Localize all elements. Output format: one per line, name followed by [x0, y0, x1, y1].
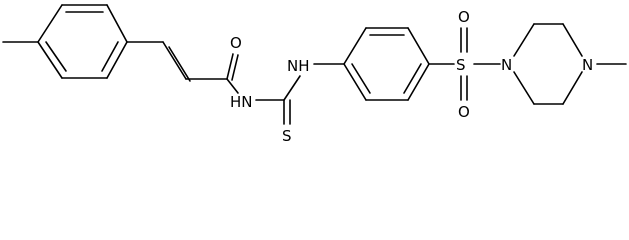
piperazine-ring-bond [513, 71, 535, 105]
phenyl-ring-inner-double-bond [403, 63, 422, 94]
carbonyl-nh-bond [226, 78, 239, 94]
carbonyl-double-bond-inner [231, 54, 239, 81]
vinyl-double-bond-inner [168, 46, 191, 82]
sulfonyl-oxygen-top-label: O [458, 8, 470, 26]
piperazine-n4-label: N [582, 56, 593, 74]
amide-nh-label: HN [230, 93, 253, 111]
sulfonyl-oxygen-bottom-label: O [458, 103, 470, 121]
phenyl-ring-bond [343, 27, 367, 65]
acryloyl-chain: O [126, 34, 242, 94]
chemical-structure-diagram: O HN S NH S O O N [2, 4, 627, 144]
thiourea-nh-label: NH [287, 57, 310, 75]
piperazine-n1-label: N [501, 56, 512, 74]
phenyl-ring-bond [343, 63, 367, 101]
carbonyl-double-bond [226, 53, 234, 80]
thiocarbonyl-nh-bond [283, 75, 301, 101]
tolyl-group [2, 4, 128, 79]
tolyl-ring-bond [37, 41, 63, 79]
central-phenyl-ring [343, 27, 430, 101]
vinyl-double-bond [162, 41, 187, 80]
sulfonyl-sulfur-label: S [456, 56, 466, 74]
tolyl-ring-bond [37, 4, 63, 43]
piperazine-ring-bond [562, 71, 583, 105]
phenyl-ring-bond [407, 27, 430, 65]
piperazine-ring-bond [562, 23, 583, 57]
phenyl-ring-inner-double-bond [351, 63, 371, 94]
piperazine-ring-bond [513, 23, 535, 57]
carbonyl-oxygen-label: O [230, 34, 242, 52]
tolyl-ring-bond [106, 4, 128, 43]
thione-sulfur-label: S [282, 127, 292, 144]
thiourea-core: HN S NH [230, 57, 345, 144]
tolyl-ring-bond [106, 41, 128, 79]
phenyl-ring-bond [407, 63, 430, 101]
sulfonyl-group: S O O [428, 8, 501, 121]
tolyl-ring-inner-double-bond [101, 41, 119, 72]
tolyl-ring-inner-double-bond [45, 41, 67, 72]
methylpiperazine-group: N N [501, 23, 627, 105]
